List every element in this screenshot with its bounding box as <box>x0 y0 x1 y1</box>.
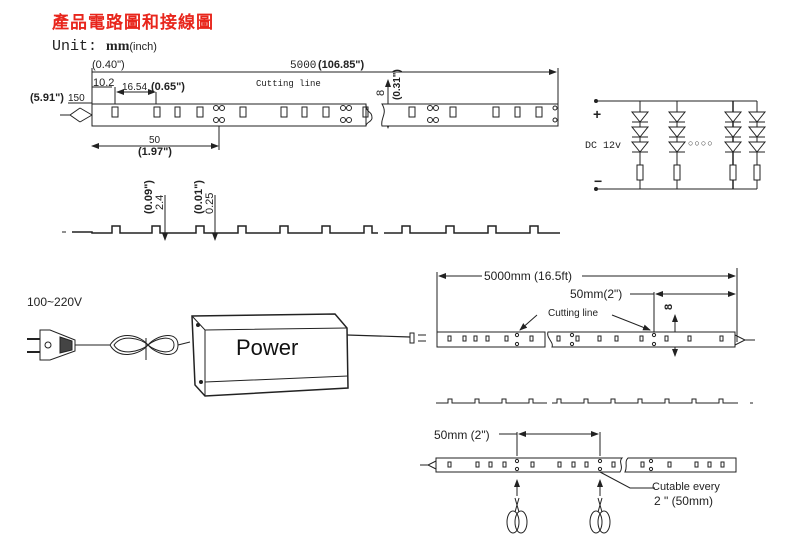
side-profile <box>62 195 560 241</box>
power-plug <box>27 329 191 361</box>
power-supply-label: Power <box>236 335 299 360</box>
positive-terminal: + <box>593 106 601 122</box>
unit-inch: (inch) <box>129 41 157 53</box>
wiring-width-label: 8 <box>663 304 675 310</box>
segment-mm-label: 50 <box>149 135 161 146</box>
input-voltage-label: 100~220V <box>27 295 82 309</box>
cutable-note-line1: Cutable every <box>652 481 720 493</box>
pcb-mm-label: 0.25 <box>204 193 216 214</box>
width-mm-label: 8 <box>375 90 387 96</box>
wiring-side-profile <box>436 398 753 404</box>
dc-supply-label: DC 12v <box>585 141 621 152</box>
cutable-note-line2: 2 " (50mm) <box>654 494 713 508</box>
wiring-cutting-label: Cutting line <box>548 308 598 319</box>
cut-segment-label: 50mm (2") <box>434 428 490 442</box>
top-strip-leds <box>111 106 543 118</box>
power-supply <box>191 313 426 397</box>
unit-label: Unit: mm(inch) <box>52 38 157 55</box>
top-strip <box>60 103 559 127</box>
segment-in-label: (1.97") <box>138 146 172 158</box>
led-branch <box>747 101 767 189</box>
offset-in-label: (0.40") <box>92 59 125 71</box>
length-in-label: (106.85") <box>318 59 365 71</box>
scissors-icon <box>506 479 528 534</box>
segment-length-label: 50mm(2") <box>570 287 622 301</box>
offset-mm-label: 10.2 <box>93 77 114 89</box>
cut-detail <box>420 431 737 534</box>
unit-prefix: Unit: <box>52 38 98 55</box>
led-pitch-in-label: (0.65") <box>151 81 185 93</box>
pcb-in-label: (0.01") <box>193 180 205 214</box>
height-in-label: (0.09") <box>143 180 155 214</box>
lead-in-label: (5.91") <box>30 92 64 104</box>
lead-mm-label: 150 <box>68 93 85 104</box>
height-mm-label: 2.4 <box>154 195 166 210</box>
total-length-label: 5000mm (16.5ft) <box>484 269 572 283</box>
led-branch <box>723 101 743 189</box>
top-strip-solder-pads <box>213 105 558 123</box>
circuit-ellipsis: ○○○○ <box>688 138 714 148</box>
wiring-dimensions <box>436 268 738 357</box>
cutting-line-label: Cutting line <box>256 79 321 89</box>
wiring-strip <box>436 331 755 348</box>
negative-terminal: − <box>594 173 602 189</box>
page-title: 產品電路圖和接線圖 <box>52 13 214 33</box>
led-branch <box>667 101 687 189</box>
length-mm-label: 5000 <box>290 60 316 72</box>
scissors-icon <box>589 479 611 534</box>
width-in-label: (0.31") <box>392 69 403 100</box>
circuit-diagram <box>594 99 767 191</box>
led-pitch-mm-label: 16.54 <box>122 82 147 93</box>
led-branch <box>630 101 650 189</box>
unit-mm: mm <box>106 39 130 54</box>
